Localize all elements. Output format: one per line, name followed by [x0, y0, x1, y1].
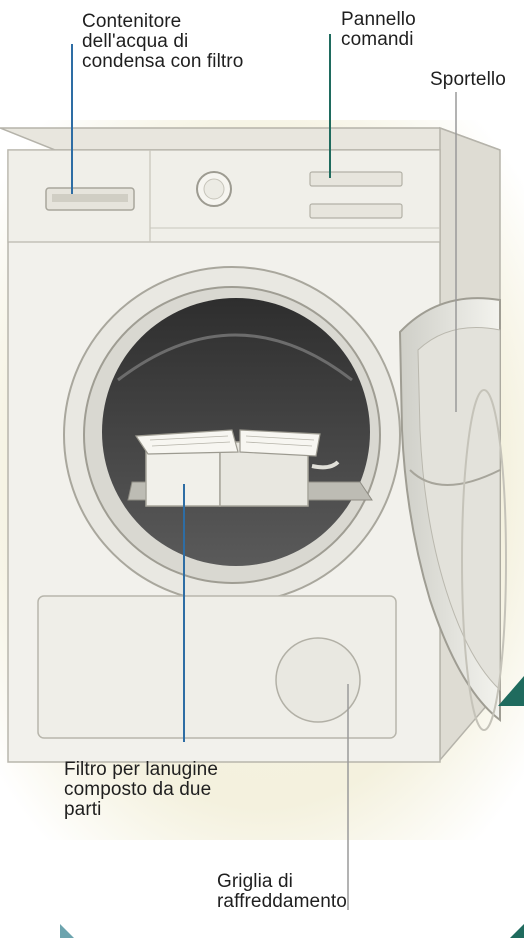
callout-cooling-grille: Griglia di raffreddamento [217, 872, 347, 912]
callout-lint-filter: Filtro per lanugine composto da due part… [64, 760, 218, 820]
corner-marker-bottom-left [60, 924, 74, 938]
control-buttons [310, 172, 402, 186]
callout-control-panel: Pannello comandi [341, 10, 416, 50]
drum [102, 298, 370, 566]
cabinet-top [0, 128, 500, 150]
corner-marker-bottom-right [510, 924, 524, 938]
callout-condensate-container: Contenitore dell'acqua di condensa con f… [82, 12, 243, 72]
callout-door: Sportello [430, 70, 506, 90]
